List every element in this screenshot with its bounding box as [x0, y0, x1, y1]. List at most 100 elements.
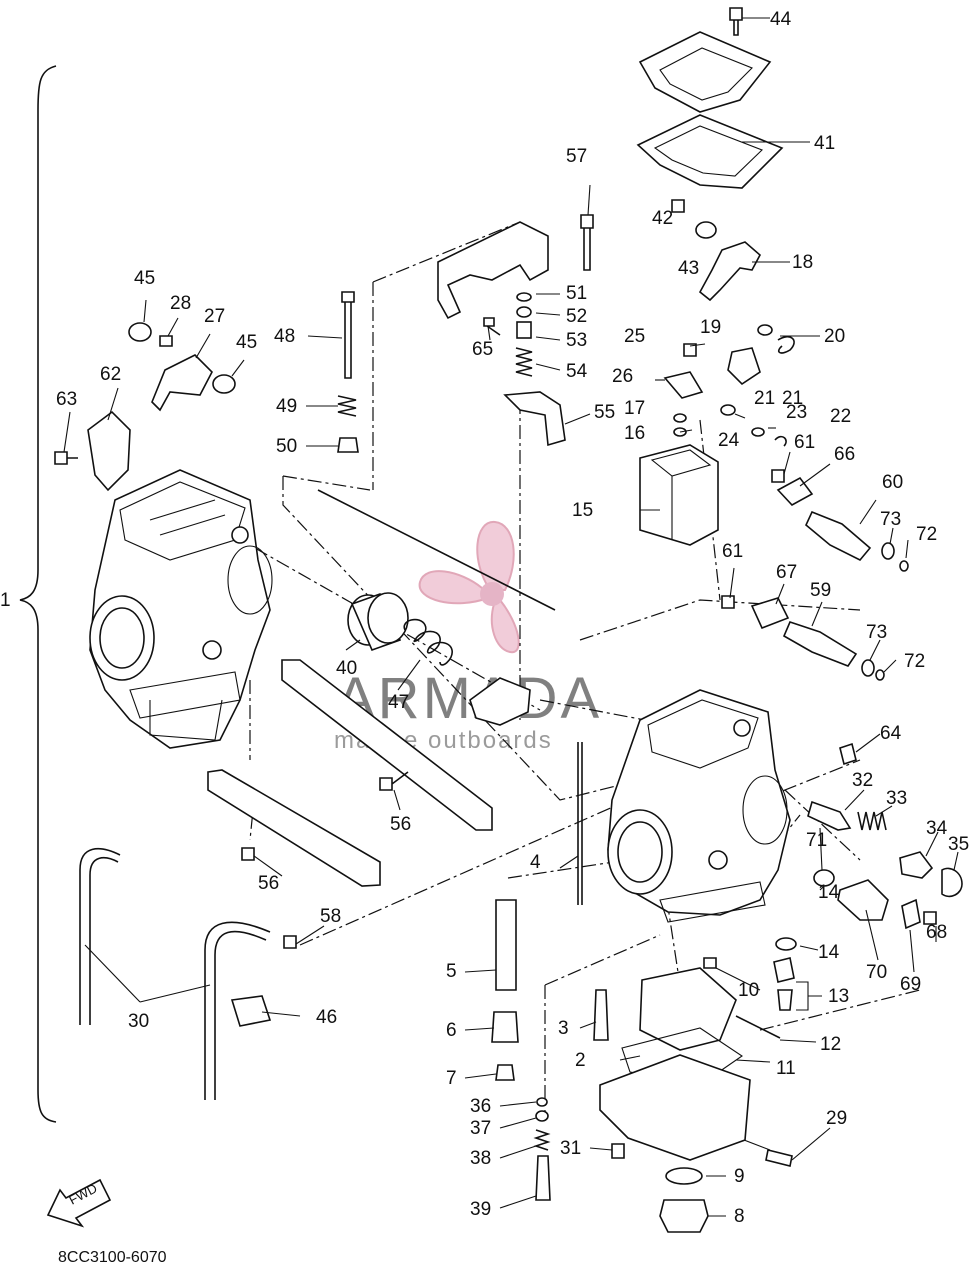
callout-32: 32 [852, 770, 873, 791]
propeller-hub [480, 582, 504, 606]
callout-41: 41 [814, 133, 835, 154]
part-30-hose-left [79, 848, 121, 1025]
part-33-spring [857, 811, 887, 831]
part-68-screw [923, 911, 937, 925]
callout-42: 42 [652, 208, 673, 229]
callout-66: 66 [834, 444, 855, 465]
part-37-washer [535, 1110, 549, 1122]
callout-65: 65 [472, 339, 493, 360]
part-57-throttle-screw [580, 214, 594, 271]
callout-59: 59 [810, 580, 831, 601]
part-55-throttle-lever [503, 391, 566, 447]
float-bowl [599, 1054, 751, 1161]
part-56-rail-upper [281, 659, 493, 831]
callout-4: 4 [530, 852, 541, 873]
part-31-screw [611, 1143, 625, 1159]
part-18-bracket [698, 241, 762, 302]
upper-plate-bracket [437, 221, 549, 320]
part-44-screw [729, 7, 743, 36]
part-13-float-needle [773, 957, 795, 1011]
part-48-idle-screw [341, 291, 355, 379]
callout-2: 2 [575, 1050, 586, 1071]
callout-35: 35 [948, 834, 969, 855]
part-32-pilot-screw [807, 800, 852, 831]
callout-23: 23 [786, 402, 807, 423]
part-72-clip-top [899, 560, 909, 572]
part-62-throttle-sensor [87, 410, 131, 492]
part-65-screw [483, 317, 501, 336]
part-69-bracket [901, 898, 921, 930]
needle-rod [317, 489, 556, 611]
part-7-jet [495, 1064, 515, 1081]
callout-56: 56 [390, 814, 411, 835]
callout-39: 39 [470, 1199, 491, 1220]
part-35-cap [941, 867, 963, 898]
callout-18: 18 [792, 252, 813, 273]
part-43-top-cover-inner [659, 47, 753, 101]
part-23-washer [751, 427, 765, 437]
part-11-float [639, 967, 737, 1051]
callout-26: 26 [612, 366, 633, 387]
part-67-plate [750, 597, 790, 630]
part-47-spring [403, 618, 453, 666]
callout-7: 7 [446, 1068, 457, 1089]
part-50-plug [337, 437, 359, 453]
part-26-bracket [663, 371, 704, 399]
part-21-washer-bottom [720, 404, 736, 416]
callout-72: 72 [916, 524, 937, 545]
callout-73: 73 [880, 509, 901, 530]
callout-21: 21 [782, 388, 803, 409]
callout-57: 57 [566, 146, 587, 167]
callout-54: 54 [566, 361, 588, 382]
part-20-spring [777, 335, 795, 354]
callout-46: 46 [316, 1007, 337, 1028]
callout-45: 45 [134, 268, 155, 289]
callout-20: 20 [824, 326, 845, 347]
callout-45: 45 [236, 332, 257, 353]
callout-56: 56 [258, 873, 279, 894]
part-70-starter-valve [837, 879, 889, 921]
part-5-needle-jet [495, 899, 517, 991]
part-52-washer [516, 306, 532, 318]
fwd-arrow [46, 1178, 112, 1228]
part-73-oring-mid [861, 659, 875, 677]
part-3-jet [593, 989, 609, 1041]
callout-16: 16 [624, 423, 645, 444]
part-72-clip-mid [875, 669, 885, 681]
callout-24: 24 [718, 430, 740, 451]
callout-55: 55 [594, 402, 615, 423]
callout-73: 73 [866, 622, 887, 643]
callout-43: 43 [678, 258, 699, 279]
part-28-screw [159, 335, 173, 347]
callout-leaders [63, 17, 959, 1217]
callout-3: 3 [558, 1018, 569, 1039]
callout-31: 31 [560, 1138, 581, 1159]
part-61-screw-mid [721, 595, 735, 609]
part-41-gasket-inner [653, 125, 764, 177]
part-10-screw [703, 957, 717, 969]
callout-19: 19 [700, 317, 721, 338]
part-49-spring [337, 395, 357, 417]
part-30-hose-right [204, 921, 271, 1100]
callout-72: 72 [904, 651, 925, 672]
callout-28: 28 [170, 293, 191, 314]
callout-61: 61 [722, 541, 743, 562]
callout-14: 14 [818, 942, 840, 963]
callout-49: 49 [276, 396, 297, 417]
callout-12: 12 [820, 1034, 841, 1055]
part-21-washer-top [757, 324, 773, 336]
assembly-bracket [19, 65, 57, 1123]
callout-60: 60 [882, 472, 903, 493]
part-51-washer [516, 292, 532, 302]
callout-52: 52 [566, 306, 587, 327]
leader-lines [249, 221, 921, 1120]
part-39-pilot-screw [535, 1155, 551, 1201]
callout-40: 40 [336, 658, 357, 679]
callout-68: 68 [926, 922, 947, 943]
callout-62: 62 [100, 364, 121, 385]
callout-64: 64 [880, 723, 902, 744]
callout-25: 25 [624, 326, 645, 347]
part-19-cam [727, 347, 761, 386]
part-40-piston-valve [347, 592, 409, 652]
